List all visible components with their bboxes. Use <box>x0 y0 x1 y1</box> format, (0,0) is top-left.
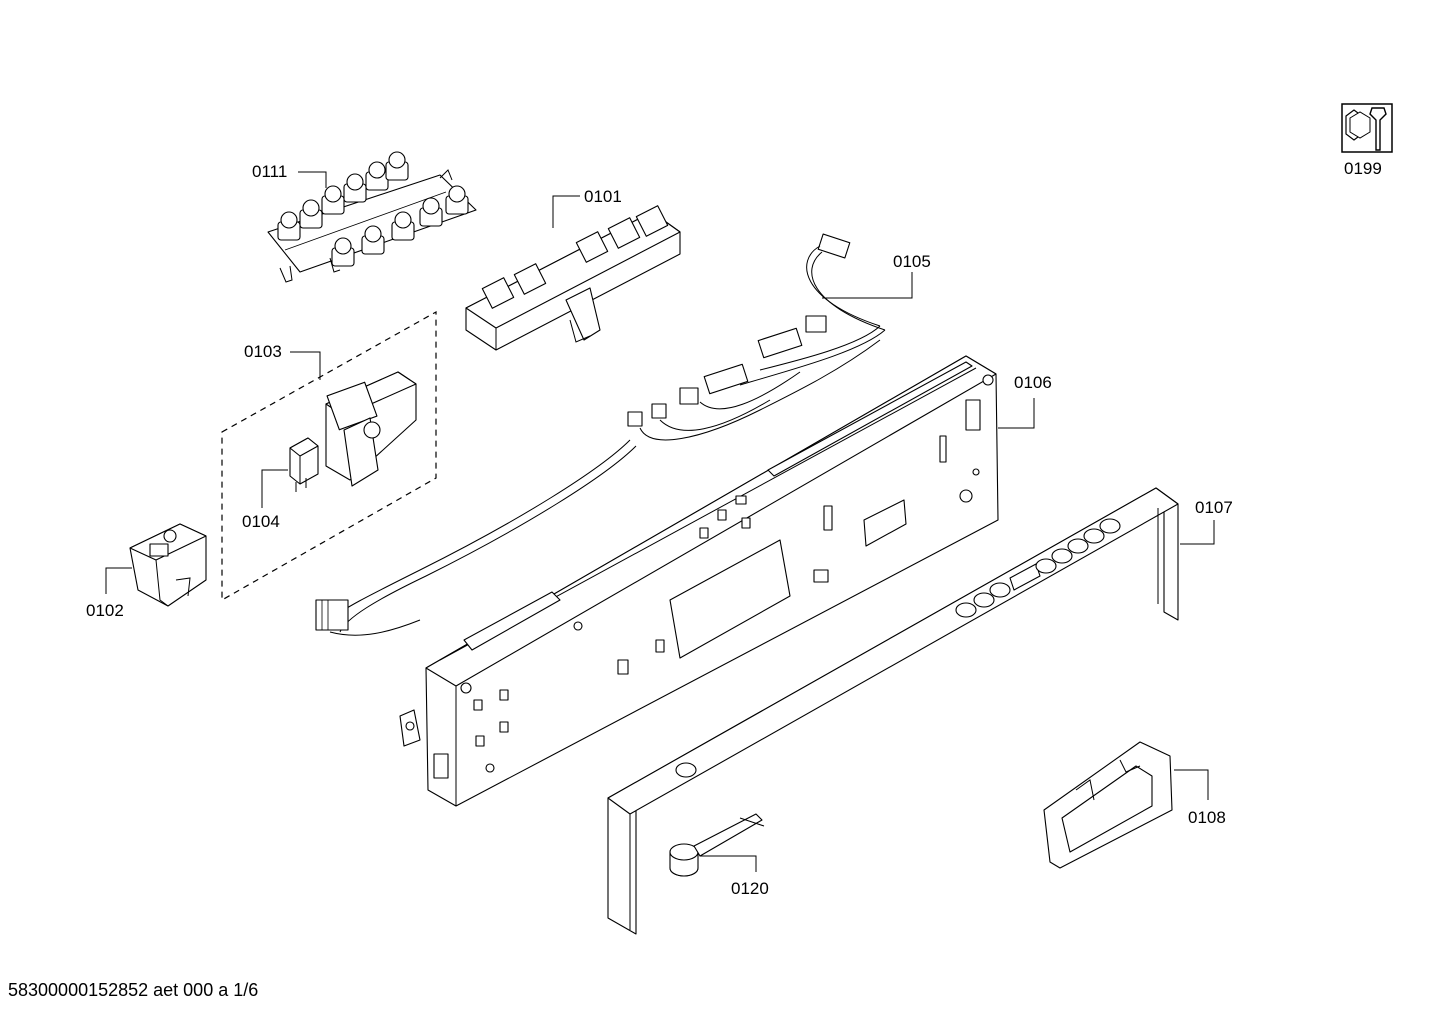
part-0104-micro-switch[interactable] <box>289 437 319 492</box>
label-0120[interactable]: 0120 <box>731 879 769 898</box>
label-0103[interactable]: 0103 <box>244 342 282 361</box>
label-0199[interactable]: 0199 <box>1344 159 1382 178</box>
label-0105[interactable]: 0105 <box>893 252 931 271</box>
label-0101[interactable]: 0101 <box>584 187 622 206</box>
part-0111-key-buttons[interactable] <box>267 151 477 283</box>
part-0120-light-guide[interactable] <box>669 813 765 877</box>
document-footer-code: 58300000152852 aet 000 a 1/6 <box>8 980 259 1000</box>
wrench-hexnut-icon[interactable] <box>1341 103 1393 153</box>
label-0104[interactable]: 0104 <box>242 512 280 531</box>
label-0107[interactable]: 0107 <box>1195 498 1233 517</box>
label-0106[interactable]: 0106 <box>1014 373 1052 392</box>
part-0103-door-lock[interactable] <box>325 371 417 487</box>
group-0103-0104-outline <box>221 310 437 602</box>
part-0105-wiring-harness[interactable] <box>315 233 886 636</box>
part-0108-handle[interactable] <box>1043 741 1173 869</box>
label-0102[interactable]: 0102 <box>86 601 124 620</box>
part-0107-front-trim[interactable] <box>607 487 1179 935</box>
part-0101-control-module[interactable] <box>465 205 681 351</box>
part-0106-control-panel-frame[interactable] <box>399 355 999 807</box>
label-0108[interactable]: 0108 <box>1188 808 1226 827</box>
part-0102-latch[interactable] <box>129 523 207 607</box>
label-0111[interactable]: 0111 <box>252 162 287 181</box>
